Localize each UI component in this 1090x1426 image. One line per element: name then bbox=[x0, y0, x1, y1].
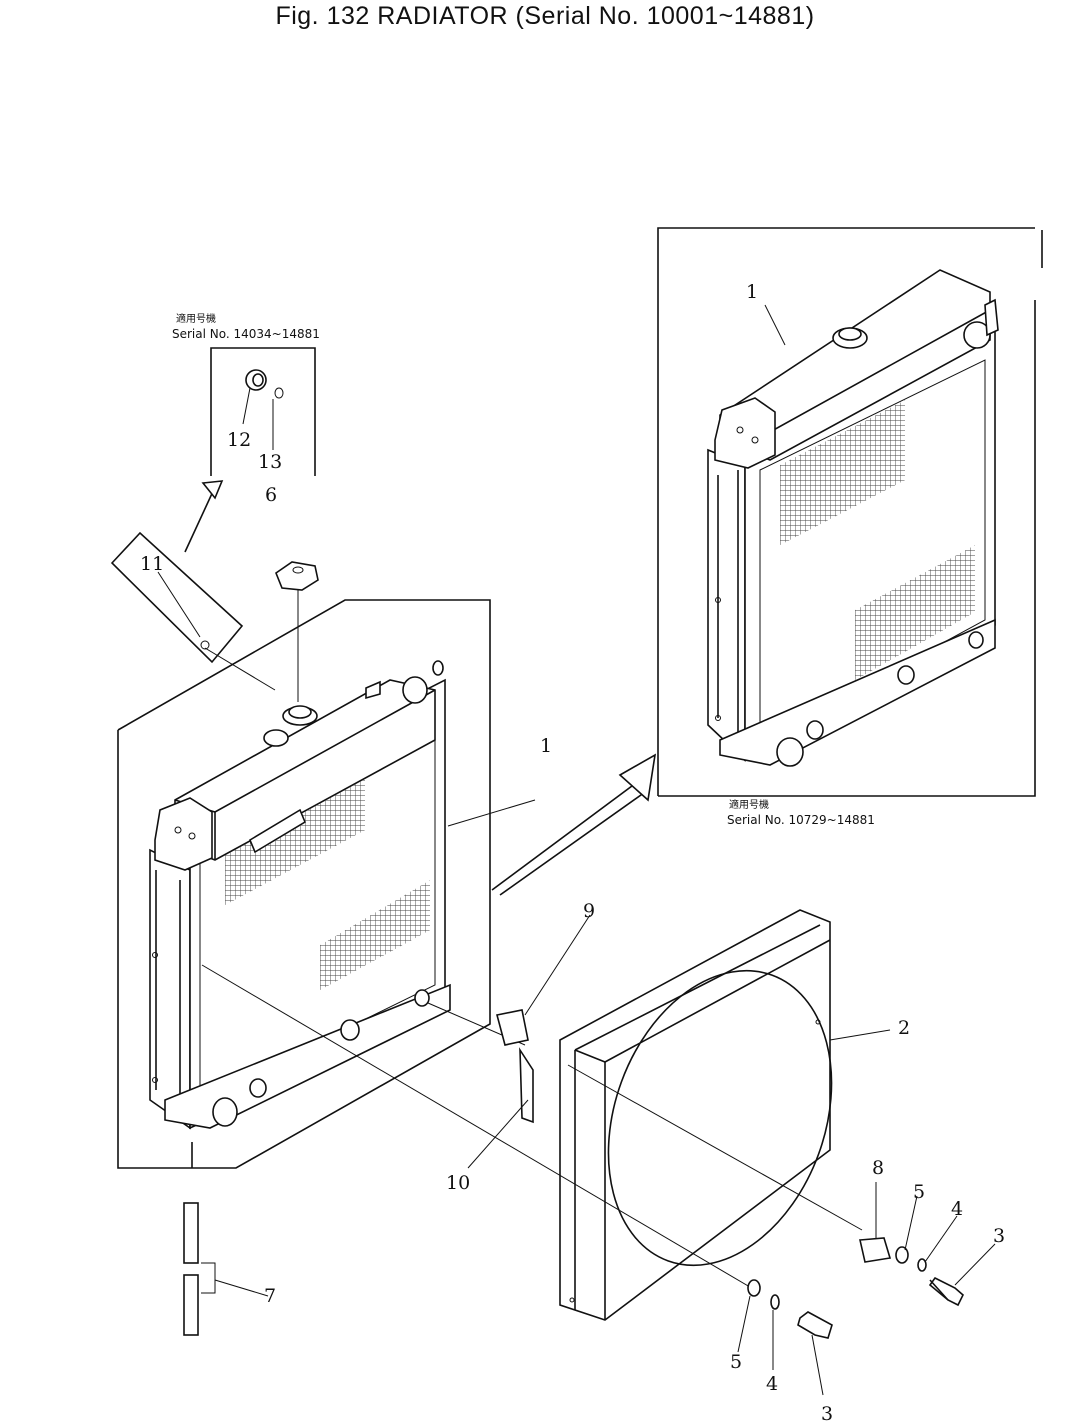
callout-4-bottom: 4 bbox=[766, 1373, 778, 1395]
callout-8: 8 bbox=[872, 1157, 884, 1179]
leader-line bbox=[447, 799, 536, 827]
callout-12: 12 bbox=[227, 429, 251, 451]
callout-5-bottom: 5 bbox=[730, 1351, 742, 1373]
mounting-bracket bbox=[467, 914, 591, 1169]
drain-pipes bbox=[183, 1202, 269, 1336]
callout-5-right: 5 bbox=[913, 1181, 925, 1203]
radiator-left bbox=[117, 599, 491, 1169]
callout-1-left: 1 bbox=[540, 735, 552, 757]
pointer-arrow bbox=[491, 753, 657, 896]
fasteners bbox=[737, 1182, 996, 1396]
serial-note-top-jp: 適用号機 bbox=[176, 312, 216, 325]
radiator-cap bbox=[275, 561, 319, 702]
fan-shroud bbox=[559, 909, 891, 1321]
callout-2: 2 bbox=[898, 1017, 910, 1039]
radiator-inset bbox=[657, 227, 1043, 797]
callout-1-inset: 1 bbox=[746, 281, 758, 303]
decal-plate bbox=[110, 480, 276, 691]
serial-detail-box bbox=[210, 347, 316, 476]
callout-10: 10 bbox=[446, 1172, 470, 1194]
figure-title: Fig. 132 RADIATOR (Serial No. 10001~1488… bbox=[275, 2, 815, 30]
callout-6: 6 bbox=[265, 484, 277, 506]
callout-9: 9 bbox=[583, 900, 595, 922]
callout-3-right: 3 bbox=[993, 1225, 1005, 1247]
callout-13: 13 bbox=[258, 451, 282, 473]
callout-3-bottom: 3 bbox=[821, 1403, 833, 1425]
callout-4-right: 4 bbox=[951, 1198, 963, 1220]
callout-7: 7 bbox=[264, 1285, 276, 1307]
serial-note-right: Serial No. 10729~14881 bbox=[727, 813, 875, 827]
serial-note-top: Serial No. 14034~14881 bbox=[172, 327, 320, 341]
serial-note-right-jp: 適用号機 bbox=[729, 798, 769, 811]
callout-11: 11 bbox=[140, 553, 164, 575]
